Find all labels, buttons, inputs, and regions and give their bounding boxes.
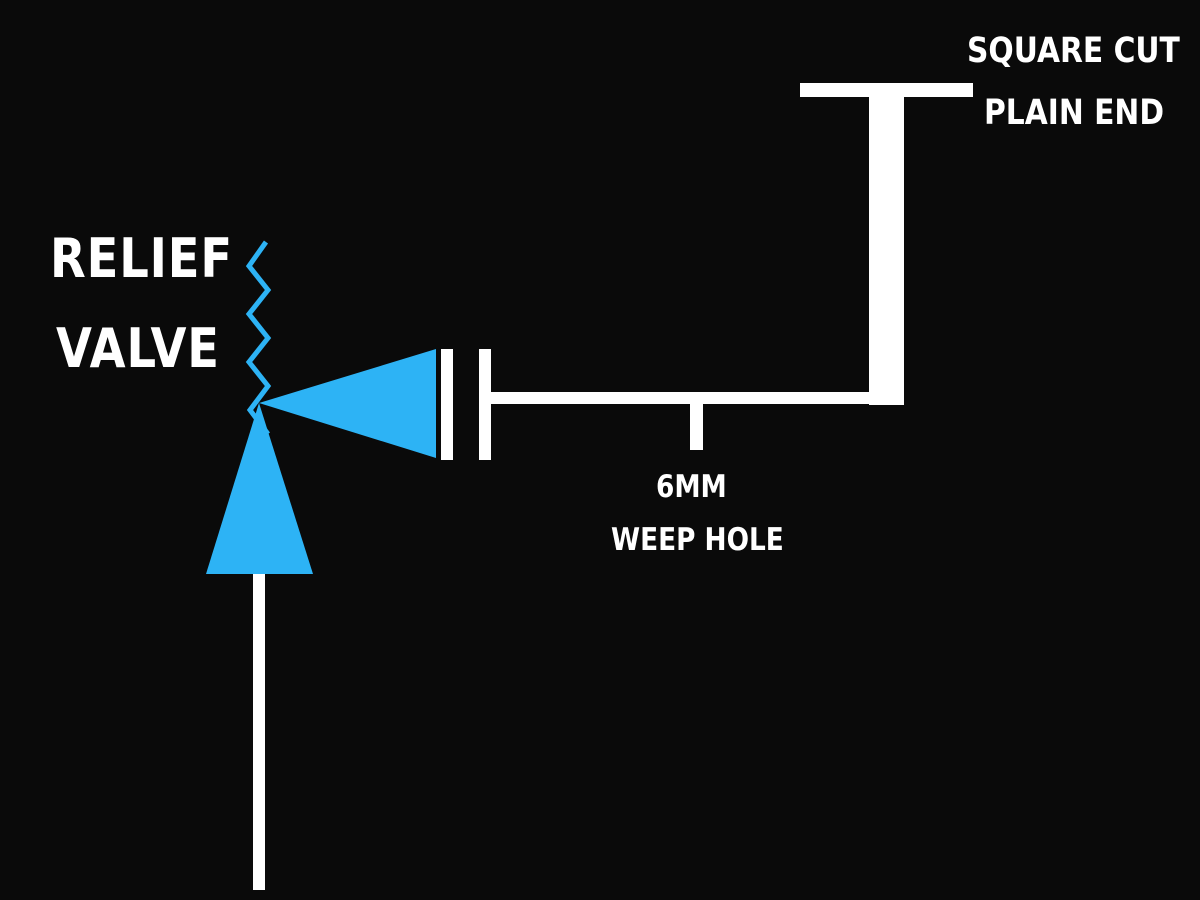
valve-spring — [245, 240, 272, 436]
weep-hole-label-line2: WEEP HOLE — [611, 522, 784, 558]
square-cut-end-bar — [800, 83, 973, 97]
valve-inlet-triangle — [206, 403, 313, 574]
inlet-pipe — [253, 572, 265, 890]
flange-plate-right — [479, 349, 491, 460]
square-cut-label-line1: SQUARE CUT — [967, 31, 1180, 71]
flange-plate-left — [441, 349, 453, 460]
weep-hole-label-line1: 6MM — [656, 469, 727, 505]
valve-outlet-triangle — [259, 349, 436, 458]
square-cut-label-line2: PLAIN END — [984, 93, 1165, 133]
discharge-pipe-horizontal — [491, 392, 886, 404]
relief-valve-label-line2: VALVE — [56, 317, 220, 380]
weep-hole-stub — [690, 404, 703, 450]
discharge-pipe-riser — [869, 90, 904, 405]
relief-valve-label-line1: RELIEF — [50, 227, 233, 290]
